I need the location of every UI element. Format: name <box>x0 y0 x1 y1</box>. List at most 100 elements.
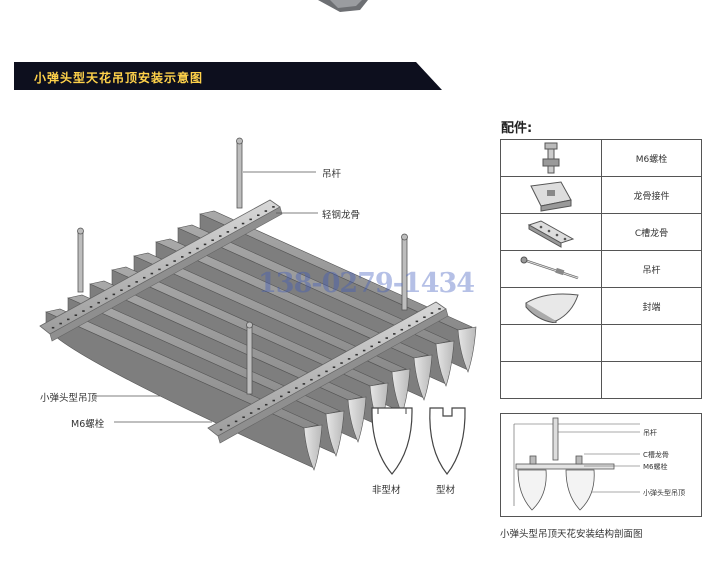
keel-hole <box>362 349 366 352</box>
keel-hole <box>287 391 291 394</box>
keel-hole <box>249 218 252 221</box>
hanger-rod-label: 吊杆 <box>322 169 342 180</box>
keel-hole <box>105 297 108 300</box>
keel-hole <box>317 374 321 377</box>
keel-hole <box>173 260 176 262</box>
keel-hole <box>74 314 78 317</box>
parts-row: M6螺栓 <box>500 139 702 177</box>
keel-hole <box>257 214 260 217</box>
keel-hole <box>438 308 441 310</box>
section-c-keel-label: C槽龙骨 <box>643 451 669 459</box>
keel-hole <box>377 341 381 344</box>
keel-hole <box>97 301 100 304</box>
keel-hole <box>393 333 396 335</box>
keel-hole <box>257 408 260 410</box>
profile-non-standard-shape <box>371 407 413 475</box>
keel-hole <box>188 251 192 254</box>
keel-hole <box>226 231 230 233</box>
light-keel-label: 轻钢龙骨 <box>322 210 361 221</box>
keel-hole <box>242 416 245 419</box>
keel-hole <box>295 387 298 389</box>
slat-end <box>347 396 367 443</box>
part-name: 封端 <box>601 287 702 325</box>
keel-hole <box>51 326 55 329</box>
keel-hole <box>241 222 245 225</box>
profile-standard-label: 型材 <box>436 485 456 496</box>
phone-watermark: 138-0279-1434 <box>258 268 475 299</box>
bullet-ceiling-label: 小弹头型吊顶 <box>40 393 98 404</box>
keel-hole <box>332 366 336 369</box>
profile-non-standard-label: 非型材 <box>372 485 401 496</box>
part-name: 吊杆 <box>601 250 702 288</box>
title-banner <box>14 62 442 90</box>
keel-hole <box>181 256 184 258</box>
section-diagram-box <box>500 413 702 517</box>
profile-standard-shape <box>429 407 466 475</box>
keel-hole <box>120 289 123 292</box>
parts-row: 龙骨接件 <box>500 176 702 214</box>
part-name: M6螺栓 <box>601 139 702 177</box>
parts-row <box>500 324 702 362</box>
slat-end <box>413 354 433 401</box>
keel-hole <box>272 399 275 402</box>
keel-hole <box>127 285 131 287</box>
keel-hole <box>340 362 343 364</box>
keel-hole <box>355 353 358 356</box>
parts-title: 配件: <box>501 121 533 136</box>
keel-hole <box>310 378 313 381</box>
keel-hole <box>112 293 116 296</box>
m6-bolt-label: M6螺栓 <box>71 419 105 430</box>
keel-hole <box>249 412 253 414</box>
keel-hole <box>67 318 70 321</box>
part-name <box>601 361 702 399</box>
keel-hole <box>302 383 306 385</box>
keel-connector-icon <box>530 181 572 212</box>
keel-hole <box>234 420 238 423</box>
parts-row: 吊杆 <box>500 250 702 288</box>
keel-hole <box>219 235 222 237</box>
keel-hole <box>408 324 411 327</box>
light-steel-keel-front <box>207 301 449 444</box>
hanger-rods <box>77 137 408 395</box>
light-steel-keel <box>39 199 283 342</box>
part-name <box>601 324 702 362</box>
section-bullet-ceiling-label: 小弹头型吊顶 <box>643 489 685 497</box>
slat-end <box>457 326 477 373</box>
keel-hole <box>158 268 161 271</box>
parts-row: C槽龙骨 <box>500 213 702 251</box>
slat-end <box>325 410 345 457</box>
keel-hole <box>211 239 214 242</box>
keel-hole <box>135 281 138 283</box>
keel-hole <box>165 264 169 267</box>
keel-hole <box>325 370 328 373</box>
part-name: 龙骨接件 <box>601 176 702 214</box>
section-caption: 小弹头型吊顶天花安装结构剖面图 <box>500 529 643 540</box>
keel-hole <box>82 310 85 312</box>
parts-table: M6螺栓 龙骨接件 C槽龙骨 吊杆 封端 <box>500 139 702 399</box>
keel-hole <box>219 428 223 431</box>
parts-row: 封端 <box>500 287 702 325</box>
keel-hole <box>347 358 351 360</box>
end-cap-icon <box>525 293 579 323</box>
keel-hole <box>272 206 275 208</box>
slat-end <box>303 424 323 471</box>
section-m6-bolt-label: M6螺栓 <box>643 463 668 471</box>
keel-hole <box>423 316 426 319</box>
keel-hole <box>264 403 268 406</box>
section-drawing <box>513 417 640 511</box>
hanger-rod-icon <box>520 256 579 280</box>
part-name: C槽龙骨 <box>601 213 702 251</box>
keel-hole <box>430 312 434 314</box>
keel-hole <box>227 424 230 427</box>
ceiling-slats <box>45 210 477 471</box>
keel-hole <box>150 272 154 275</box>
banner-title: 小弹头型天花吊顶安装示意图 <box>34 71 204 85</box>
keel-hole <box>59 322 62 325</box>
keel-hole <box>143 276 146 279</box>
parts-row <box>500 361 702 399</box>
m6-bolt-icon <box>542 142 560 174</box>
keel-hole <box>370 345 373 348</box>
keel-hole <box>264 210 268 212</box>
keel-hole <box>280 395 283 398</box>
